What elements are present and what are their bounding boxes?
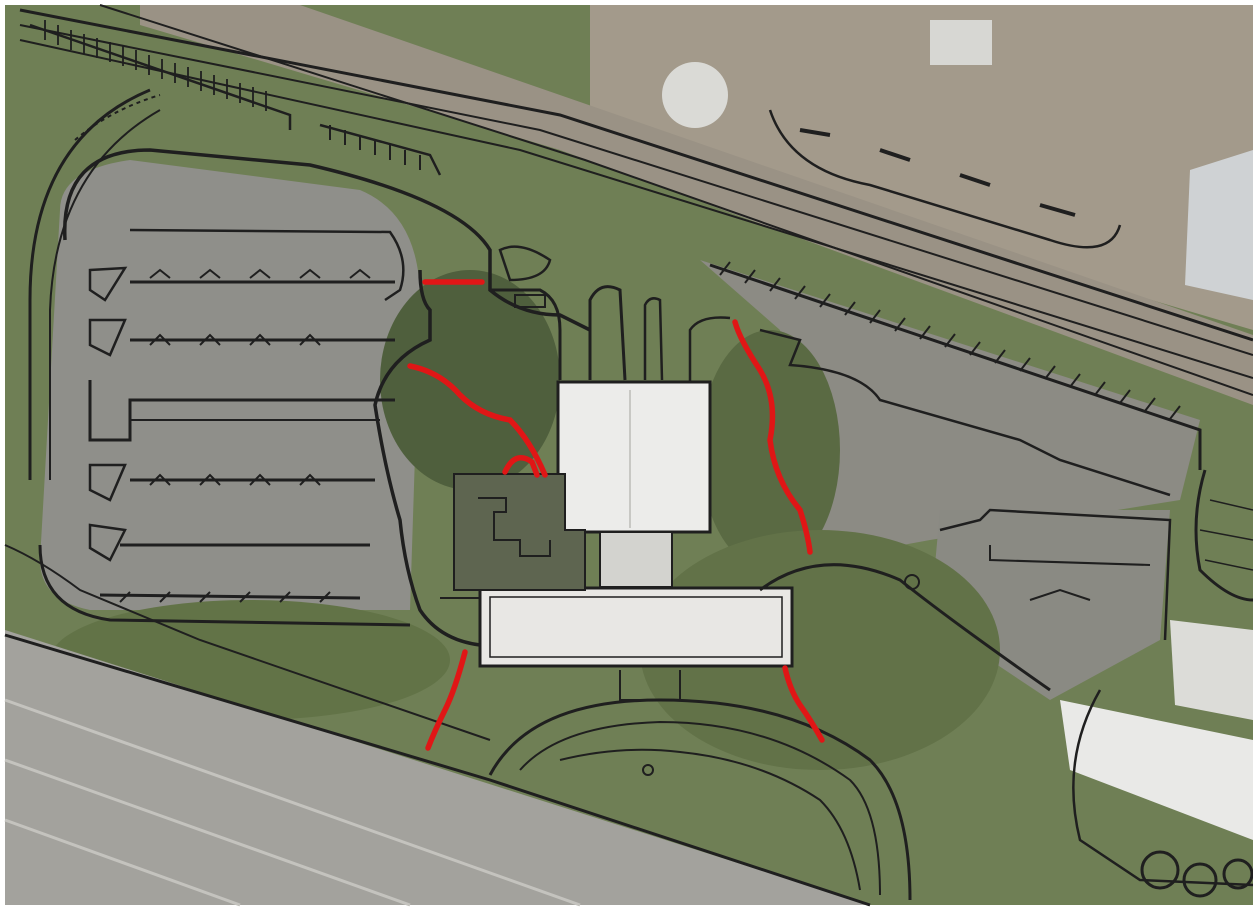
storage-tank xyxy=(662,62,728,128)
parking-row-5-end xyxy=(88,523,127,562)
resort-walkway xyxy=(1072,689,1253,887)
drive-aisle-4 xyxy=(688,316,731,382)
highway-curb xyxy=(4,633,871,907)
highway-lane-line-3 xyxy=(4,818,241,907)
south-building-roof xyxy=(478,586,794,668)
parking-row-6-stalls xyxy=(119,591,331,603)
resort-building-roof xyxy=(1060,700,1253,840)
parking-row-1-end xyxy=(88,266,128,302)
west-lot-drive-south xyxy=(38,544,411,627)
yard-parking-stalls xyxy=(329,125,421,170)
east-parking-curb-south xyxy=(759,328,1171,497)
site-linework-layer xyxy=(4,4,1253,907)
southeast-lot-edge xyxy=(939,508,1172,641)
south-loop-drive-inner xyxy=(519,720,881,896)
parking-row-4-end xyxy=(88,463,127,502)
north-kiosk xyxy=(514,294,546,308)
railway-track-north xyxy=(19,8,1253,342)
south-loop-island xyxy=(559,748,861,891)
parking-row-2-stalls xyxy=(149,333,321,346)
southeast-lot-island xyxy=(1029,588,1091,601)
drive-aisle-2 xyxy=(588,285,627,381)
resort-tower-outline xyxy=(1194,469,1253,602)
proposed-paths-layer xyxy=(407,279,825,751)
south-loop-drive-outer xyxy=(488,698,912,901)
parking-row-1 xyxy=(129,228,405,302)
railway-track-2 xyxy=(19,24,1253,356)
main-building-roof xyxy=(556,380,712,534)
proposed-path-southwest xyxy=(425,649,468,751)
highway-lane-line-2 xyxy=(4,758,411,907)
railway-track-3 xyxy=(19,39,1253,379)
buildings-layer xyxy=(440,380,794,668)
tree-cluster-center xyxy=(380,270,560,490)
north-parking-stalls xyxy=(44,20,267,111)
parking-lot-west-surface xyxy=(40,160,420,610)
resort-pool-1 xyxy=(1140,850,1180,890)
yard-trailers xyxy=(799,128,1076,217)
south-entry-stem xyxy=(619,670,681,701)
northeast-building-roof xyxy=(1185,150,1253,300)
proposed-path-courtyard-arc xyxy=(502,455,540,478)
west-lot-drive-north xyxy=(63,148,591,332)
parking-row-4-stalls xyxy=(149,473,321,486)
drive-aisle-1 xyxy=(490,288,562,380)
north-parking-curb xyxy=(29,23,292,130)
resort-pool-2 xyxy=(1182,862,1218,898)
proposed-path-west-building xyxy=(407,363,548,478)
southeast-lot-row xyxy=(989,545,1151,566)
industrial-yard xyxy=(590,5,1253,330)
parking-row-2-end xyxy=(88,318,127,357)
east-parking-stalls xyxy=(719,261,1181,420)
east-drive-node xyxy=(904,574,920,590)
south-loop-node xyxy=(642,764,654,776)
parking-row-3 xyxy=(88,380,395,442)
roundabout-island xyxy=(498,245,552,282)
drive-aisle-3 xyxy=(643,297,664,381)
proposed-path-southeast xyxy=(782,665,825,743)
proposed-path-east-trail xyxy=(732,319,813,555)
frontage-road xyxy=(4,544,491,741)
resort-tower-grid xyxy=(1199,499,1253,571)
south-building-parapet xyxy=(489,596,783,658)
connector-building-roof xyxy=(599,531,673,588)
west-road-edge-outer xyxy=(28,88,151,480)
resort-tower-roof xyxy=(1170,620,1253,720)
yard-service-road xyxy=(768,109,1122,249)
yard-shed-1 xyxy=(930,20,992,65)
west-road-edge-inner xyxy=(49,109,161,480)
courtyard-building xyxy=(453,473,586,591)
west-lot-drive-east xyxy=(373,269,481,647)
parking-row-1-stalls xyxy=(149,268,371,279)
highway-lane-line-1 xyxy=(4,698,581,907)
west-road-dashed xyxy=(74,94,161,141)
resort-pool-3 xyxy=(1222,858,1253,890)
parking-row-6-median xyxy=(99,593,361,600)
yard-parking-curb xyxy=(319,123,442,176)
east-drive xyxy=(759,563,1051,692)
courtyard-building-outline xyxy=(478,497,551,557)
railway-track-south xyxy=(99,4,1253,396)
